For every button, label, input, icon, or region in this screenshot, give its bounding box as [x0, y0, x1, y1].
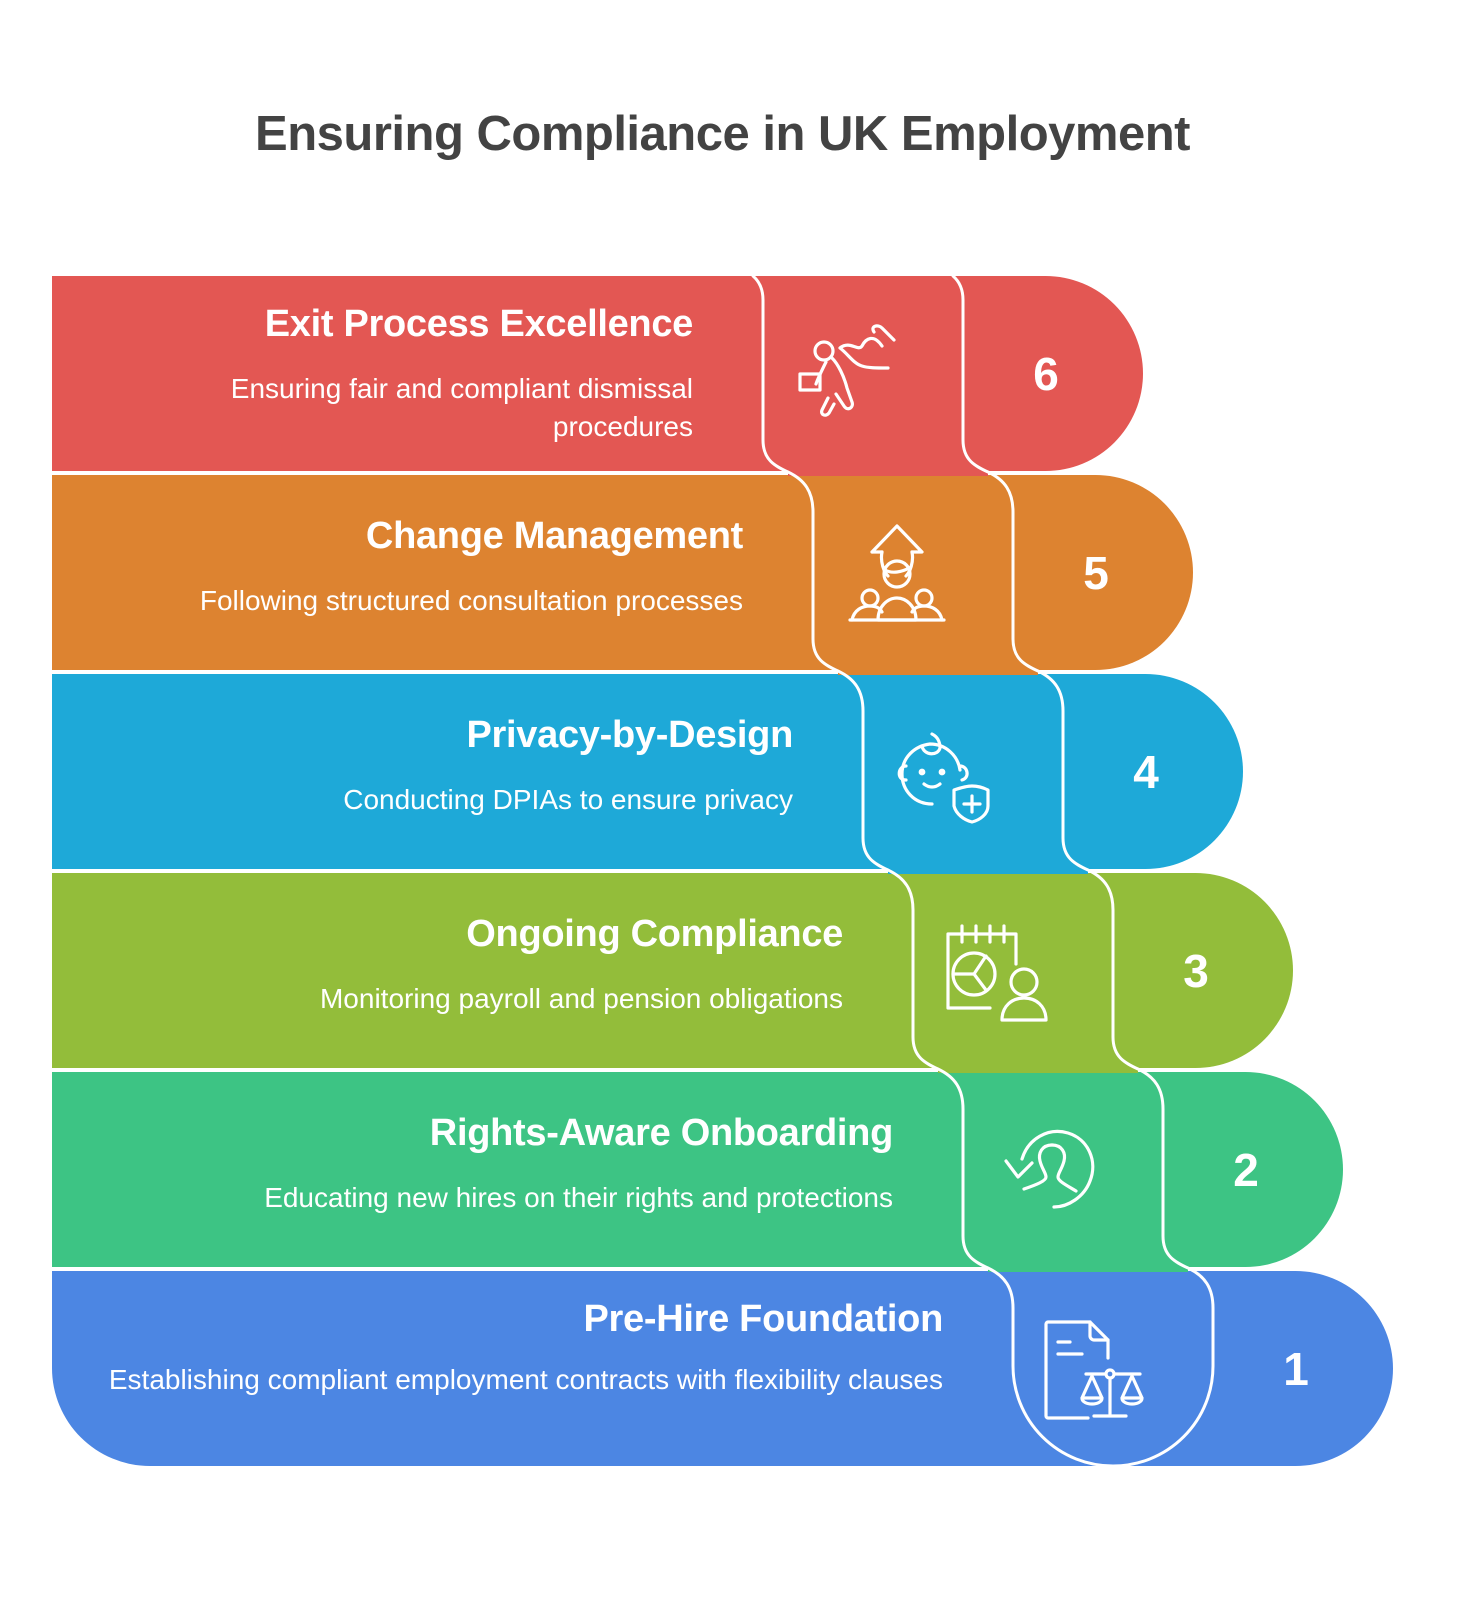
step-2-text: Rights-Aware Onboarding Educating new hi…	[133, 1111, 893, 1217]
step-number-2: 2	[1233, 1144, 1259, 1196]
calendar-chart-user-icon	[942, 916, 1052, 1026]
child-face-shield-icon	[892, 718, 1002, 828]
step-number-3: 3	[1183, 945, 1209, 997]
diagram-title: Ensuring Compliance in UK Employment	[255, 107, 1190, 161]
left-wave-line	[751, 274, 1215, 1468]
step-title: Ongoing Compliance	[466, 913, 843, 955]
step-description: Conducting DPIAs to ensure privacy	[343, 784, 793, 815]
icon-column-fill-4	[838, 674, 1088, 870]
step-number-5: 5	[1083, 547, 1109, 599]
icon-column-fills-overlay	[763, 440, 1188, 1272]
step-number-6: 6	[1033, 348, 1059, 400]
wave-lines	[751, 274, 1215, 1468]
step-1-text: Pre-Hire Foundation Establishing complia…	[83, 1297, 943, 1399]
step-number-1: 1	[1283, 1343, 1309, 1395]
step-title: Privacy-by-Design	[466, 714, 794, 756]
step-3-text: Ongoing Compliance Monitoring payroll an…	[163, 912, 843, 1018]
group-growth-arrow-icon	[842, 518, 952, 628]
step-4-text: Privacy-by-Design Conducting DPIAs to en…	[153, 713, 793, 819]
person-leaving-with-box-icon	[792, 318, 902, 428]
step-title: Change Management	[365, 515, 743, 557]
icon-column-fill-5	[788, 475, 1038, 671]
step-description: Educating new hires on their rights and …	[264, 1182, 893, 1213]
icon-column-fills	[753, 276, 1188, 1268]
user-cycle-arrow-icon	[992, 1115, 1102, 1225]
step-description: Monitoring payroll and pension obligatio…	[319, 983, 843, 1014]
step-number-4: 4	[1133, 746, 1159, 798]
icon-column-fill-6	[753, 276, 988, 472]
icon-column-fill-3	[888, 873, 1138, 1069]
step-6-text: Exit Process Excellence Ensuring fair an…	[133, 302, 694, 446]
contract-scales-icon	[1040, 1314, 1150, 1424]
step-description: Ensuring fair and compliant dismissal pr…	[230, 373, 693, 442]
step-description: Following structured consultation proces…	[199, 585, 743, 616]
step-5-text: Change Management Following structured c…	[103, 514, 743, 620]
step-description: Establishing compliant employment contra…	[108, 1364, 943, 1395]
icon-column-fill-2	[938, 1072, 1188, 1268]
step-title: Exit Process Excellence	[264, 303, 694, 345]
step-title: Rights-Aware Onboarding	[429, 1112, 894, 1154]
step-title: Pre-Hire Foundation	[583, 1298, 943, 1340]
